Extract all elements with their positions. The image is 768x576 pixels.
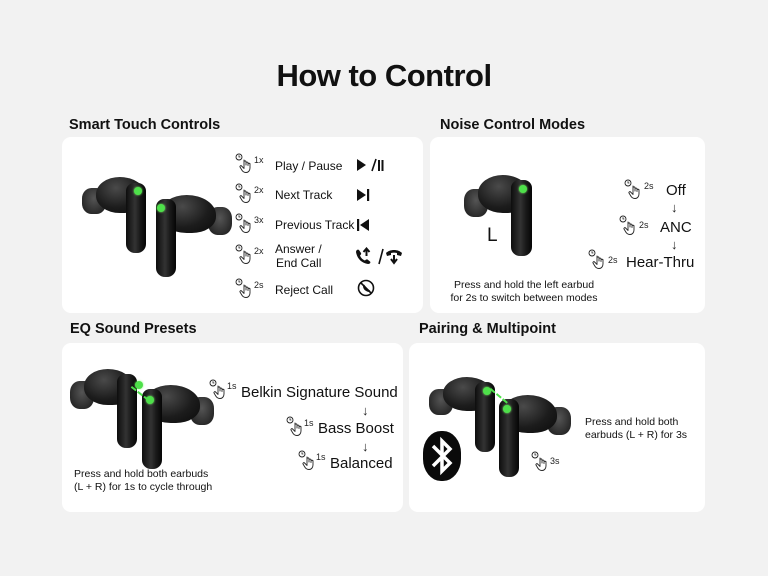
earbud-right-image <box>152 193 232 278</box>
control-label-previous-track: Previous Track <box>275 218 355 232</box>
control-label-play-pause: Play / Pause <box>275 159 343 173</box>
tap-gesture-icon: 3x <box>235 213 264 233</box>
play-pause-icon <box>356 158 384 177</box>
section-title-smart-touch: Smart Touch Controls <box>69 117 221 133</box>
mode-off: Off <box>666 182 686 199</box>
earbud-left-image <box>82 175 152 255</box>
previous-track-icon <box>356 218 372 237</box>
eq-presets-caption: Press and hold both earbuds (L + R) for … <box>74 468 213 493</box>
hold-gesture-icon: 2s <box>588 249 618 269</box>
preset-belkin-signature: Belkin Signature Sound <box>241 384 398 401</box>
hold-gesture-icon: 1s <box>286 416 314 436</box>
arrow-down-icon: ↓ <box>362 439 369 454</box>
section-title-pairing: Pairing & Multipoint <box>419 321 556 337</box>
section-title-noise-control: Noise Control Modes <box>440 117 586 133</box>
tap-gesture-icon: 2x <box>235 183 264 203</box>
earbud-left-image <box>70 367 143 449</box>
noise-control-card: L 2s Off ↓ 2s ANC ↓ 2s Hear-Thru Press a… <box>430 137 705 313</box>
control-label-answer: Answer / <box>275 242 322 256</box>
hold-gesture-icon: 1s <box>298 450 326 470</box>
pairing-caption: Press and hold both earbuds (L + R) for … <box>585 416 688 441</box>
arrow-down-icon: ↓ <box>362 403 369 418</box>
earbud-side-label: L <box>487 225 498 246</box>
mode-anc: ANC <box>660 219 692 236</box>
arrow-down-icon: ↓ <box>671 200 678 215</box>
mode-hear-thru: Hear-Thru <box>626 254 695 271</box>
earbud-right-image <box>497 393 571 479</box>
preset-balanced: Balanced <box>330 455 393 472</box>
earbud-left-image <box>464 173 534 258</box>
pairing-card: 3s Press and hold both earbuds (L + R) f… <box>409 343 705 512</box>
hold-gesture-icon: 1s <box>209 379 237 399</box>
hold-gesture-icon: 2s <box>235 278 264 298</box>
earbud-left-image <box>429 375 499 455</box>
next-track-icon <box>356 188 372 207</box>
eq-presets-card: 1s Belkin Signature Sound ↓ 1s Bass Boos… <box>62 343 403 512</box>
control-label-reject-call: Reject Call <box>275 283 334 297</box>
control-label-next-track: Next Track <box>275 188 333 202</box>
page-title: How to Control <box>276 58 492 93</box>
arrow-down-icon: ↓ <box>671 237 678 252</box>
section-title-eq-presets: EQ Sound Presets <box>70 321 197 337</box>
earbud-right-image <box>140 383 214 471</box>
answer-end-call-icon <box>354 246 404 270</box>
tap-gesture-icon: 2x <box>235 244 264 264</box>
bluetooth-icon <box>423 431 461 486</box>
tap-gesture-icon: 1x <box>235 153 264 173</box>
reject-call-icon <box>357 279 375 302</box>
hold-gesture-icon: 2s <box>624 179 654 199</box>
hold-gesture-icon: 3s <box>531 451 560 471</box>
hold-gesture-icon: 2s <box>619 215 649 235</box>
preset-bass-boost: Bass Boost <box>318 420 394 437</box>
control-label-end-call: End Call <box>276 256 322 270</box>
noise-control-caption: Press and hold the left earbud for 2s to… <box>450 279 598 304</box>
smart-touch-card: 1x Play / Pause 2x Next Track 3x Previou… <box>62 137 423 313</box>
